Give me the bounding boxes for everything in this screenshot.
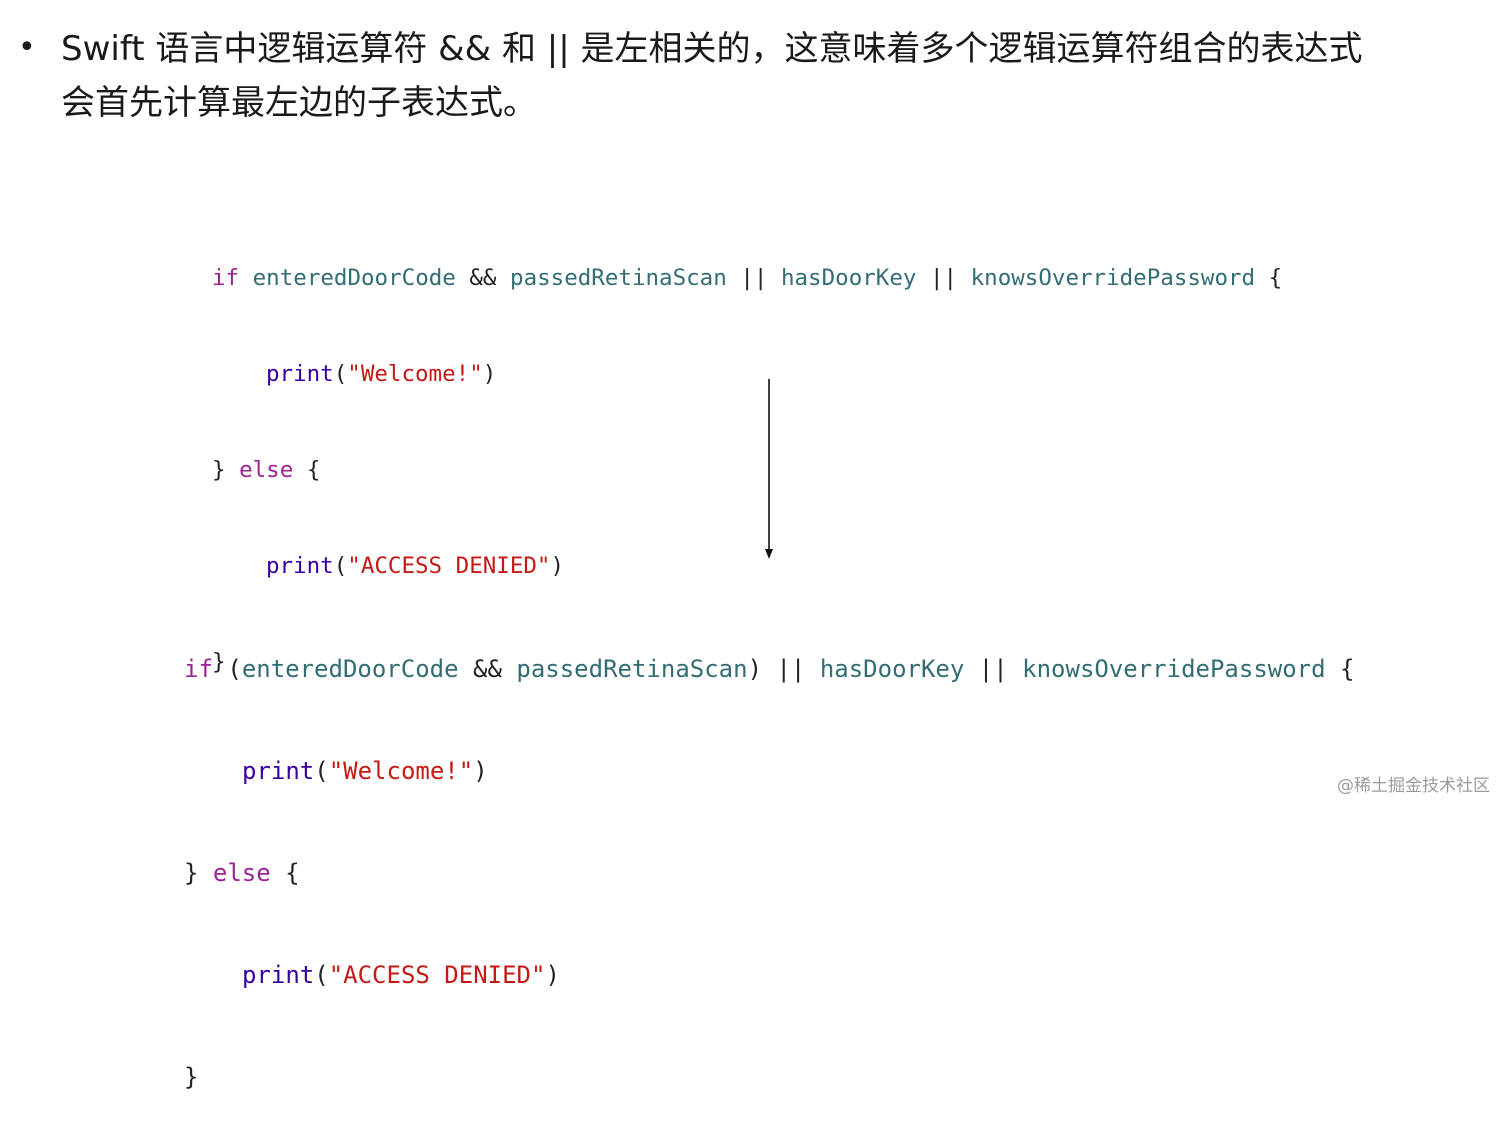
paren-close: ) [550, 553, 565, 579]
function-print: print [266, 553, 334, 579]
close-brace: } [184, 1063, 199, 1091]
identifier: enteredDoorCode [252, 265, 456, 291]
paren-open: ( [333, 361, 348, 387]
close-brace: } [212, 457, 226, 483]
code-line: print("Welcome!") [184, 748, 1354, 794]
code-line: print("Welcome!") [212, 352, 1282, 396]
identifier: knowsOverridePassword [1022, 655, 1326, 683]
code-block-original: if enteredDoorCode && passedRetinaScan |… [212, 204, 1282, 710]
operator-or: || [776, 655, 806, 683]
operator-and: && [473, 655, 502, 683]
code-line: print("ACCESS DENIED") [212, 544, 1282, 588]
function-print: print [266, 361, 334, 387]
open-brace: { [285, 859, 300, 887]
keyword-if: if [184, 655, 213, 683]
identifier: knowsOverridePassword [970, 265, 1256, 291]
identifier: enteredDoorCode [241, 655, 459, 683]
close-brace: } [184, 859, 199, 887]
string-literal: "Welcome!" [328, 757, 474, 785]
paren-close: ) [747, 655, 763, 683]
identifier: hasDoorKey [819, 655, 965, 683]
paren-open: ( [333, 553, 348, 579]
open-brace: { [1268, 265, 1283, 291]
identifier: passedRetinaScan [516, 655, 748, 683]
identifier: passedRetinaScan [510, 265, 727, 291]
operator-or: || [740, 265, 768, 291]
bullet-dot: • [18, 30, 36, 65]
identifier: hasDoorKey [780, 265, 917, 291]
code-line: print("ACCESS DENIED") [184, 952, 1354, 998]
operator-or: || [978, 655, 1008, 683]
function-print: print [242, 961, 315, 989]
bullet-text-line-1: Swift 语言中逻辑运算符 && 和 || 是左相关的，这意味着多个逻辑运算符… [61, 29, 1363, 69]
code-line: if enteredDoorCode && passedRetinaScan |… [212, 256, 1282, 300]
string-literal: "ACCESS DENIED" [328, 961, 546, 989]
operator-and: && [469, 265, 497, 291]
function-print: print [242, 757, 315, 785]
paren-open: ( [227, 655, 242, 683]
code-block-parenthesized: if (enteredDoorCode && passedRetinaScan)… [184, 590, 1354, 1128]
code-line: } [184, 1054, 1354, 1100]
paren-open: ( [314, 757, 329, 785]
string-literal: "Welcome!" [347, 361, 483, 387]
bullet-text-line-2: 会首先计算最左边的子表达式。 [61, 83, 537, 123]
paren-close: ) [545, 961, 560, 989]
code-line: } else { [212, 448, 1282, 492]
down-arrow-icon [765, 379, 773, 559]
close-brace: } [212, 649, 226, 675]
code-line: } [212, 640, 1282, 684]
code-line: if (enteredDoorCode && passedRetinaScan)… [184, 646, 1354, 692]
paren-close: ) [482, 361, 497, 387]
keyword-else: else [239, 457, 294, 483]
operator-or: || [929, 265, 958, 291]
keyword-else: else [212, 859, 271, 887]
open-brace: { [306, 457, 321, 483]
code-line: } else { [184, 850, 1354, 896]
watermark: @稀土掘金技术社区 [1337, 776, 1490, 796]
paren-open: ( [314, 961, 329, 989]
keyword-if: if [212, 265, 240, 291]
paren-close: ) [473, 757, 488, 785]
string-literal: "ACCESS DENIED" [347, 553, 551, 579]
open-brace: { [1340, 655, 1355, 683]
bullet-text: Swift 语言中逻辑运算符 && 和 || 是左相关的，这意味着多个逻辑运算符… [61, 22, 1501, 130]
